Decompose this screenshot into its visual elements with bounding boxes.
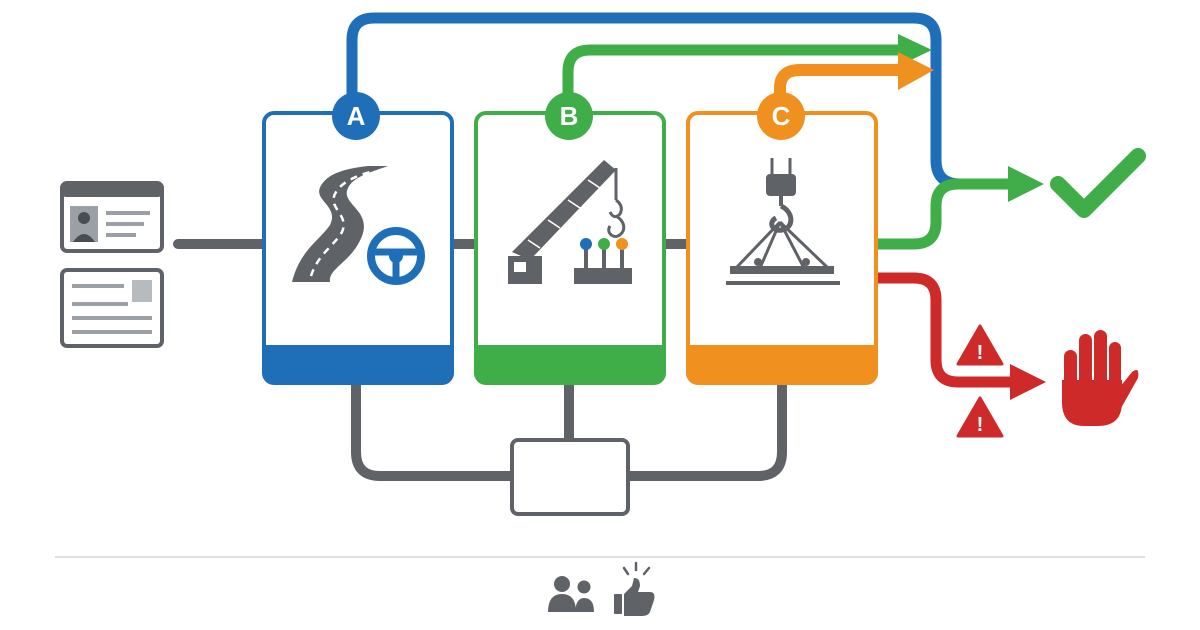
fail-route [878, 272, 1012, 388]
stage-badge-b: B [545, 92, 593, 140]
stop-hand-icon [1062, 330, 1139, 426]
pass-route [878, 178, 1010, 250]
checkmark-icon [1050, 148, 1146, 218]
svg-text:B: B [560, 101, 579, 131]
stage-badge-a: A [332, 92, 380, 140]
stage-card-a [262, 111, 454, 385]
feedback-loop [351, 384, 787, 481]
document-form-icon [60, 268, 164, 348]
stage-card-c [686, 111, 878, 385]
thumbs-up-icon [614, 561, 655, 616]
stage-card-b [474, 111, 666, 385]
svg-text:!: ! [977, 342, 984, 364]
route-a-top [346, 12, 1006, 190]
warning-triangle-icon: ! [956, 324, 1004, 366]
route-c-top [774, 64, 911, 101]
warning-triangle-icon: ! [956, 396, 1004, 438]
route-c-arrowhead [898, 52, 934, 90]
stage-badge-c: C [757, 92, 805, 140]
road-steering-wheel-icon [292, 166, 427, 287]
id-card-icon [60, 181, 164, 253]
fail-arrowhead [1010, 364, 1046, 400]
review-box [510, 438, 630, 516]
route-b-top [562, 44, 911, 101]
hook-load-rigging-icon [726, 158, 840, 285]
people-icon [548, 576, 594, 612]
svg-text:A: A [347, 101, 366, 131]
pass-arrowhead [1008, 166, 1044, 202]
crane-controls-icon [508, 160, 632, 284]
svg-text:C: C [772, 101, 791, 131]
svg-text:!: ! [977, 414, 984, 436]
